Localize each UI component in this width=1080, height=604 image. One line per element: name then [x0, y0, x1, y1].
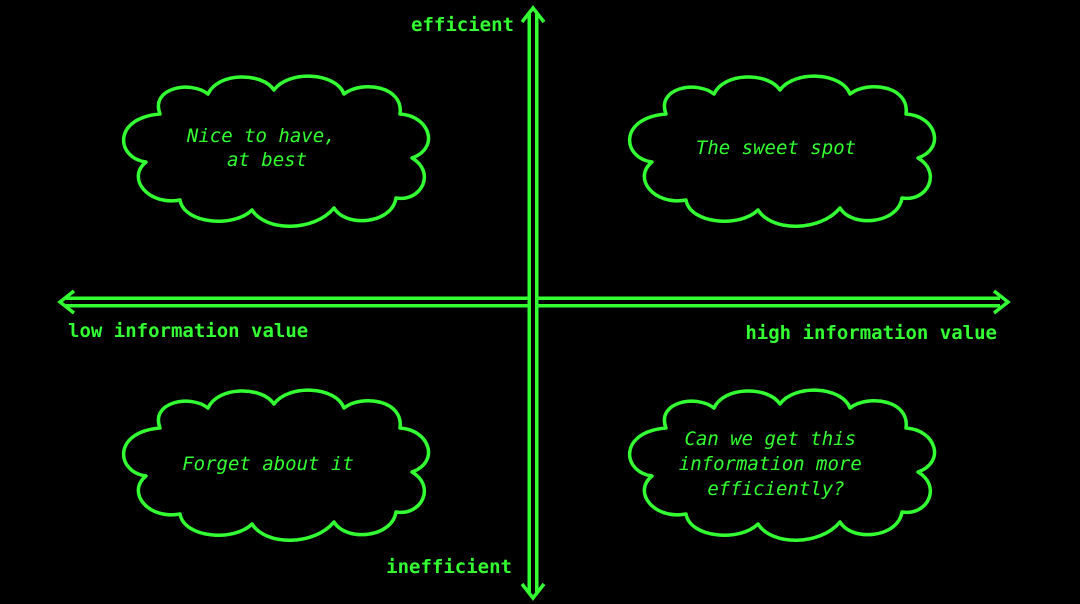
quadrant-bottom-right-line: efficiently? [707, 478, 844, 500]
quadrant-bottom-right-text: Can we get this information more efficie… [679, 428, 873, 500]
arrowhead-top [520, 5, 546, 24]
arrowhead-left [57, 289, 76, 315]
axis-label-top: efficient [411, 14, 514, 36]
arrowhead-right [992, 289, 1011, 315]
quadrant-top-left-line: Nice to have, [186, 125, 336, 147]
arrowhead-bottom [520, 582, 546, 601]
axis-label-right: high information value [745, 322, 997, 344]
quadrant-top-right-text: The sweet spot [696, 137, 856, 159]
quadrant-top-right-line: The sweet spot [696, 137, 856, 159]
quadrant-top-left-line: at best [227, 149, 307, 171]
quadrant-top-left-text: Nice to have, at best [186, 125, 347, 171]
quadrant-bottom-right-line: information more [679, 453, 862, 475]
quadrant-bottom-left-line: Forget about it [182, 453, 354, 475]
quadrant-bottom-right-line: Can we get this [684, 428, 856, 450]
quadrant-bottom-left-text: Forget about it [182, 453, 354, 475]
axis-label-left: low information value [68, 320, 308, 342]
axis-label-bottom: inefficient [386, 556, 512, 578]
vertical-axis-arrow [520, 5, 546, 601]
